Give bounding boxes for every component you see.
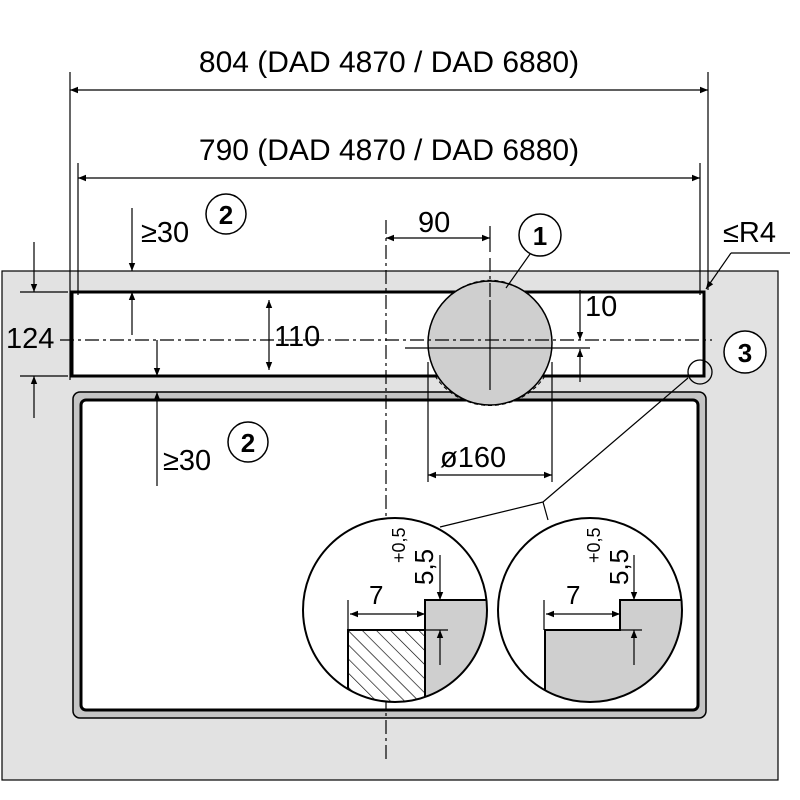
detail-left-tolerance: +0,5 bbox=[389, 527, 409, 563]
detail-right-width: 7 bbox=[566, 580, 580, 610]
svg-text:3: 3 bbox=[738, 338, 752, 368]
dim-clearance-bottom: ≥30 bbox=[163, 445, 211, 477]
detail-left-depth: 5,5 bbox=[409, 549, 439, 585]
dim-radius: ≤R4 bbox=[723, 217, 776, 249]
callout-2-bottom bbox=[227, 421, 269, 463]
detail-right-tolerance: +0,5 bbox=[584, 527, 604, 563]
dim-clearance-top: ≥30 bbox=[141, 217, 189, 249]
dim-offset-10: 10 bbox=[585, 291, 617, 323]
dim-depth-124: 124 bbox=[6, 323, 54, 355]
dim-diameter: ø160 bbox=[440, 442, 506, 474]
corner-detail-marker bbox=[687, 359, 713, 385]
svg-text:1: 1 bbox=[533, 221, 547, 251]
duct-outline-dashed bbox=[427, 280, 553, 406]
cutout-slot bbox=[70, 290, 706, 378]
dim-offset-90: 90 bbox=[418, 207, 450, 239]
dim-cutout-width: 790 (DAD 4870 / DAD 6880) bbox=[199, 134, 579, 167]
dim-depth-110: 110 bbox=[274, 321, 320, 353]
detail-right-depth: 5,5 bbox=[604, 549, 634, 585]
dim-overall-width: 804 (DAD 4870 / DAD 6880) bbox=[199, 46, 579, 79]
detail-left-width: 7 bbox=[369, 580, 383, 610]
svg-text:2: 2 bbox=[241, 428, 255, 458]
callout-1 bbox=[518, 213, 562, 257]
detail-circle-left: 7 5,5 +0,5 bbox=[302, 517, 488, 703]
svg-text:2: 2 bbox=[219, 200, 233, 230]
callout-2-top bbox=[205, 193, 247, 235]
callout-3 bbox=[723, 330, 767, 374]
